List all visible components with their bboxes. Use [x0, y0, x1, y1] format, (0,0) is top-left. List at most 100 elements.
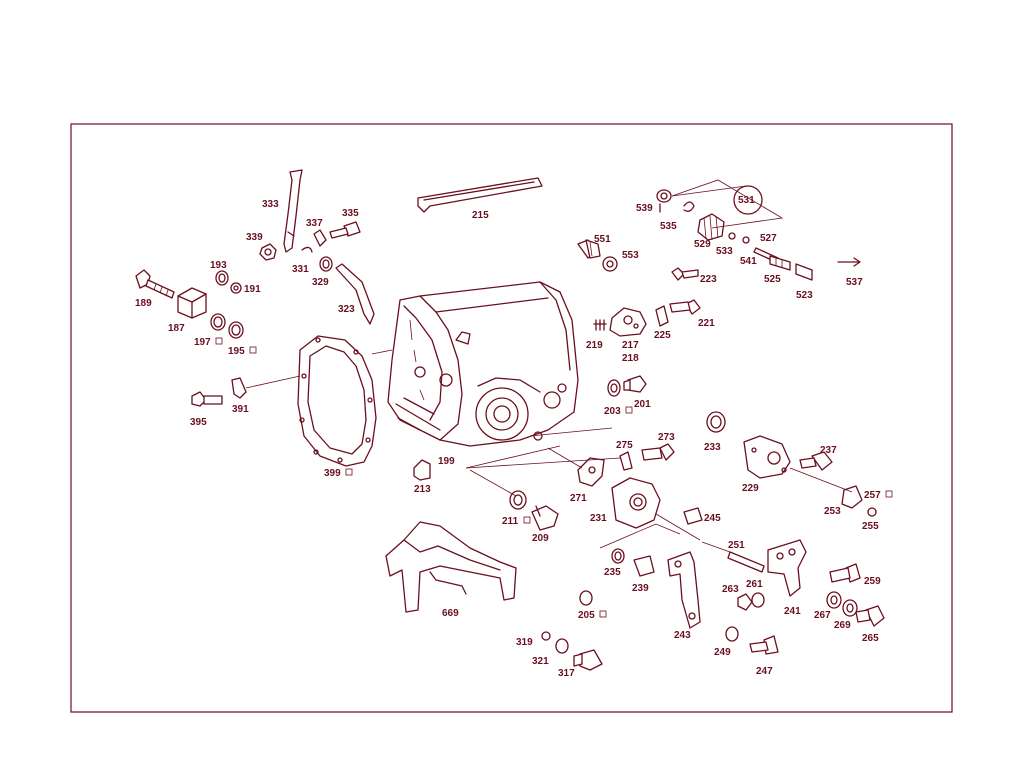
shaft-251 [727, 551, 765, 573]
nut-339 [259, 243, 277, 261]
label-205: 205 [578, 610, 595, 621]
bolt-247 [749, 635, 779, 655]
label-271: 271 [570, 493, 587, 504]
label-275: 275 [616, 440, 633, 451]
label-527: 527 [760, 233, 777, 244]
label-539: 539 [636, 203, 653, 214]
cover-229 [743, 435, 791, 479]
valve-231 [611, 477, 661, 529]
washer-261 [751, 592, 765, 608]
label-259: 259 [864, 576, 881, 587]
label-329: 329 [312, 277, 329, 288]
diagram-frame [70, 123, 953, 713]
washer-211 [509, 490, 527, 510]
washer-269 [842, 599, 858, 617]
plug-551 [577, 239, 601, 259]
washer-205 [579, 590, 593, 606]
bushing-391 [231, 377, 247, 399]
label-339: 339 [246, 232, 263, 243]
label-231: 231 [590, 513, 607, 524]
label-233: 233 [704, 442, 721, 453]
label-209: 209 [532, 533, 549, 544]
bushing-225 [655, 305, 669, 327]
bolt-189 [135, 269, 175, 299]
label-193: 193 [210, 260, 227, 271]
bushing-337 [313, 229, 327, 247]
label-197: 197 [194, 337, 211, 348]
part-labels: 189 187 193 191 197 195 339 333 337 335 … [135, 195, 881, 679]
washer-267 [826, 591, 842, 609]
label-263: 263 [722, 584, 739, 595]
label-235: 235 [604, 567, 621, 578]
label-529: 529 [694, 239, 711, 250]
label-218: 218 [622, 353, 639, 364]
label-225: 225 [654, 330, 671, 341]
label-199: 199 [438, 456, 455, 467]
screw-335 [329, 221, 361, 239]
label-391: 391 [232, 404, 249, 415]
label-267: 267 [814, 610, 831, 621]
label-269: 269 [834, 620, 851, 631]
label-317: 317 [558, 668, 575, 679]
label-229: 229 [742, 483, 759, 494]
transmission-housing [387, 281, 579, 447]
label-541: 541 [740, 256, 757, 267]
gasket-399 [297, 335, 377, 467]
callout-531 [733, 185, 763, 215]
clip-535 [683, 201, 695, 212]
bushing-275 [619, 451, 633, 471]
plug-317 [573, 649, 603, 671]
label-213: 213 [414, 484, 431, 495]
bolt-273 [641, 443, 675, 461]
fitting-523 [795, 263, 813, 281]
washer-329 [319, 256, 333, 272]
label-221: 221 [698, 318, 715, 329]
label-319: 319 [516, 637, 533, 648]
label-211: 211 [502, 516, 519, 527]
label-189: 189 [135, 298, 152, 309]
label-187: 187 [168, 323, 185, 334]
label-217: 217 [622, 340, 639, 351]
label-523: 523 [796, 290, 813, 301]
bolt-395 [191, 391, 223, 407]
cam-271 [577, 457, 605, 487]
label-525: 525 [764, 274, 781, 285]
bolt-223 [671, 267, 699, 281]
label-255: 255 [862, 521, 879, 532]
screw-265 [855, 605, 885, 627]
washer-249 [725, 626, 739, 642]
ring-195 [228, 321, 244, 339]
gear-529 [697, 213, 725, 241]
label-531: 531 [738, 195, 755, 206]
label-669: 669 [442, 608, 459, 619]
clip-331 [301, 246, 313, 253]
label-335: 335 [342, 208, 359, 219]
plug-209 [531, 505, 559, 531]
label-331: 331 [292, 264, 309, 275]
bolt-221 [669, 299, 701, 315]
lever-333 [283, 169, 303, 253]
spring-219 [593, 319, 607, 331]
bushing-213 [413, 459, 431, 481]
label-553: 553 [622, 250, 639, 261]
washer-203 [607, 379, 621, 397]
marker-squares [215, 337, 893, 618]
washer-553 [602, 256, 618, 272]
label-219: 219 [586, 340, 603, 351]
bolt-239 [633, 555, 655, 577]
washer-191 [230, 282, 242, 294]
label-321: 321 [532, 656, 549, 667]
label-191: 191 [244, 284, 261, 295]
label-215: 215 [472, 210, 489, 221]
washer-193 [215, 270, 229, 286]
ring-527 [742, 236, 750, 244]
label-395: 395 [190, 417, 207, 428]
leader-lines [245, 179, 853, 553]
nut-263 [737, 593, 753, 611]
label-251: 251 [728, 540, 745, 551]
ring-319 [541, 631, 551, 641]
label-239: 239 [632, 583, 649, 594]
label-257: 257 [864, 490, 881, 501]
bolt-259 [829, 563, 861, 583]
